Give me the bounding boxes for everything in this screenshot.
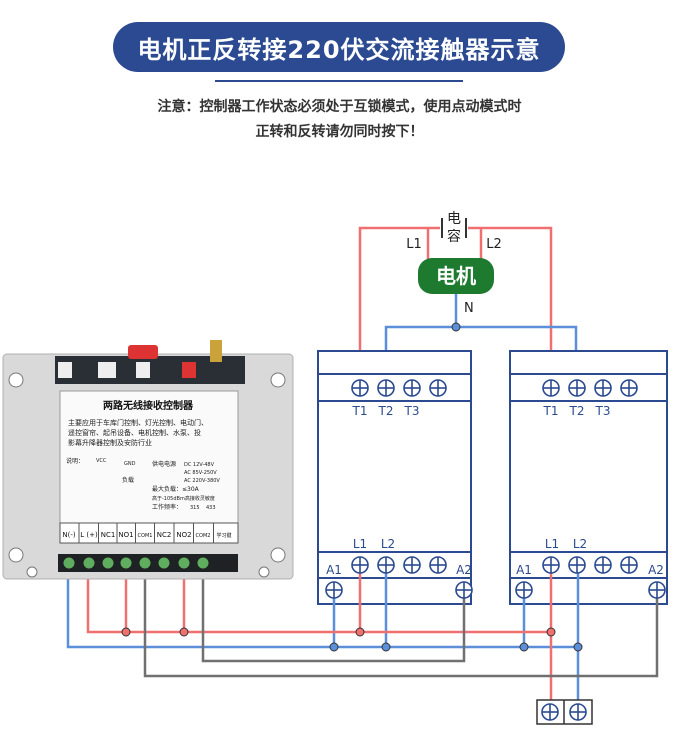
motor-box bbox=[418, 258, 494, 294]
contactor-2-a1-screw bbox=[515, 581, 533, 599]
c2-t1-label: T1 bbox=[543, 404, 559, 418]
controller-screw bbox=[101, 556, 115, 570]
controller-terminal-label: L (+) bbox=[80, 531, 98, 539]
capacitor-label-2: 容 bbox=[447, 228, 461, 245]
contactor-2-top-screw bbox=[620, 379, 638, 397]
capacitor-label-1: 电 bbox=[447, 211, 461, 227]
title-underline bbox=[215, 80, 463, 82]
c1-a1-label: A1 bbox=[326, 563, 342, 577]
c1-t2-label: T2 bbox=[378, 404, 394, 418]
c2-t3-label: T3 bbox=[595, 404, 611, 418]
load-label: 负载 bbox=[122, 476, 134, 484]
controller-desc-3: 影幕升降器控制及安防行业 bbox=[68, 438, 152, 447]
c1-t1-label: T1 bbox=[352, 404, 368, 418]
spec-dc: DC 12V-48V bbox=[184, 462, 215, 468]
legend-title: 说明： bbox=[66, 457, 84, 465]
power-terminal-screw bbox=[569, 703, 587, 721]
controller-terminal-label: NO2 bbox=[176, 531, 191, 539]
contactor-2-bottom-screw bbox=[594, 556, 612, 574]
controller-screw bbox=[177, 556, 191, 570]
contactor-1-top-screw bbox=[429, 379, 447, 397]
capacitor bbox=[441, 218, 467, 238]
controller-desc-2: 遥控窗帘、起吊设备、电机控制、水泵、投 bbox=[68, 428, 201, 437]
neutral-junction-dot bbox=[451, 322, 461, 332]
controller-terminal-label: N(-) bbox=[62, 531, 75, 539]
junction-dots bbox=[121, 627, 583, 652]
controller-terminal-label: COM1 bbox=[138, 533, 153, 539]
contactor-1-top-screw bbox=[377, 379, 395, 397]
spec-ac1: AC 85V-250V bbox=[184, 470, 217, 476]
contactor-1 bbox=[317, 350, 472, 605]
c2-a2-label: A2 bbox=[648, 563, 664, 577]
controller-screw bbox=[82, 556, 96, 570]
contactor-2-top-screw bbox=[542, 379, 560, 397]
c1-t3-label: T3 bbox=[404, 404, 420, 418]
spec-freq: 工作频率： bbox=[152, 503, 182, 511]
contactor-2-a2-screw bbox=[648, 581, 666, 599]
controller-module bbox=[2, 340, 294, 580]
warning-note-line-1: 注意：控制器工作状态必须处于互锁模式，使用点动模式时 bbox=[157, 99, 522, 115]
controller-screw bbox=[196, 556, 210, 570]
contactor-1-bottom-screw bbox=[377, 556, 395, 574]
gnd-label: GND bbox=[124, 461, 136, 467]
spec-freq-a: 315 bbox=[190, 505, 200, 511]
c2-l1-label: L1 bbox=[545, 537, 559, 551]
page-title: 电机正反转接220伏交流接触器示意 bbox=[113, 22, 565, 72]
contactor-1-a2-screw bbox=[455, 581, 473, 599]
contactor-1-bottom-screw bbox=[429, 556, 447, 574]
controller-terminal-label: 学习键 bbox=[216, 532, 231, 539]
contactor-2 bbox=[509, 350, 668, 605]
vcc-label: VCC bbox=[96, 458, 107, 464]
motor-l2-label: L2 bbox=[486, 237, 502, 252]
bottom-wires bbox=[66, 566, 659, 700]
controller-screw bbox=[157, 556, 171, 570]
controller-terminal-label: NO1 bbox=[118, 531, 133, 539]
controller-screw bbox=[138, 556, 152, 570]
spec-power: 供电电源 bbox=[152, 460, 176, 468]
controller-terminal-label: NC1 bbox=[101, 531, 116, 539]
controller-terminal-label: COM2 bbox=[196, 533, 211, 539]
motor-label: 电机 bbox=[436, 264, 476, 288]
contactor-1-a1-screw bbox=[325, 581, 343, 599]
contactor-2-top-screw bbox=[594, 379, 612, 397]
spec-sens: 高于-105dBm高接收灵敏度 bbox=[152, 495, 215, 502]
c1-l2-label: L2 bbox=[381, 537, 395, 551]
controller-name: 两路无线接收控制器 bbox=[103, 399, 194, 412]
controller-screw bbox=[62, 556, 76, 570]
contactor-2-top-screw bbox=[568, 379, 586, 397]
contactor-2-bottom-screw bbox=[620, 556, 638, 574]
controller-terminal-label: NC2 bbox=[157, 531, 172, 539]
contactor-1-top-screw bbox=[351, 379, 369, 397]
contactor-2-bottom-screw bbox=[568, 556, 586, 574]
contactor-1-bottom-screw bbox=[351, 556, 369, 574]
c1-a2-label: A2 bbox=[456, 563, 472, 577]
controller-screw bbox=[119, 556, 133, 570]
contactor-1-top-screw bbox=[403, 379, 421, 397]
motor-l1-label: L1 bbox=[406, 237, 422, 252]
c2-t2-label: T2 bbox=[569, 404, 585, 418]
spec-ac2: AC 220V-380V bbox=[184, 478, 220, 484]
warning-note-line-2: 正转和反转请勿同时按下！ bbox=[255, 124, 424, 140]
c1-l1-label: L1 bbox=[353, 537, 367, 551]
controller-desc-1: 主要应用于车库门控制、灯光控制、电动门、 bbox=[68, 418, 208, 427]
contactor-2-bottom-screw bbox=[542, 556, 560, 574]
screw-terminals bbox=[62, 379, 666, 721]
c2-a1-label: A1 bbox=[516, 563, 532, 577]
spec-load: 最大负载：≤30A bbox=[152, 485, 200, 493]
contactor-1-bottom-screw bbox=[403, 556, 421, 574]
motor-n-label: N bbox=[464, 301, 474, 316]
c2-l2-label: L2 bbox=[573, 537, 587, 551]
spec-freq-b: 433 bbox=[206, 505, 216, 511]
power-terminal-screw bbox=[541, 703, 559, 721]
